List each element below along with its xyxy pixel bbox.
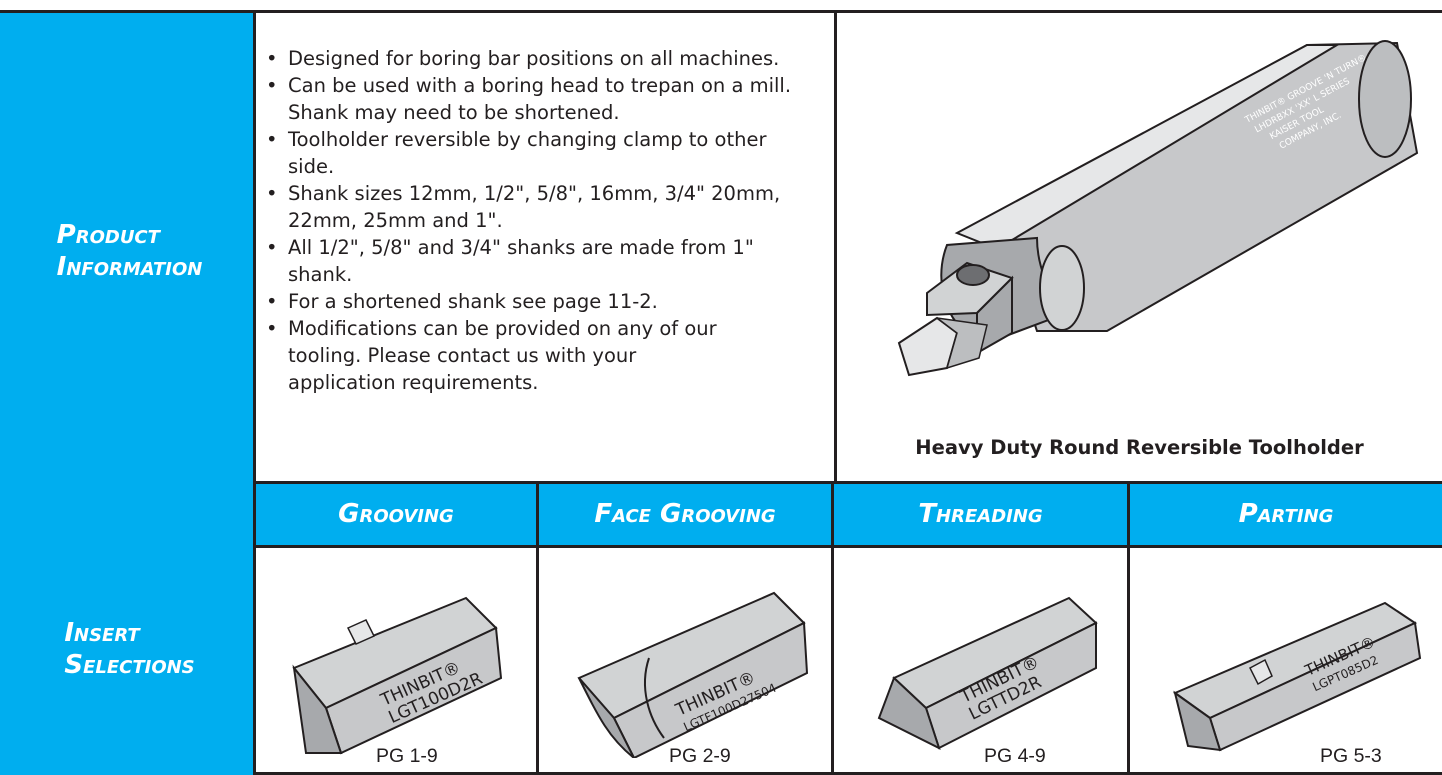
threading-insert-illustration: THINBIT® LGTTD2R [877, 596, 1098, 750]
face-grooving-insert-illustration: THINBIT® LGTF100D27504 [577, 591, 809, 758]
toolholder-image-cell: THINBIT® GROOVE 'N TURN® LHDRBXX 'XX' L … [837, 13, 1442, 484]
feature-item: Designed for boring bar positions on all… [256, 45, 816, 72]
product-sheet: Product Information Designed for boring … [0, 13, 1442, 775]
feature-item: All 1/2", 5/8" and 3/4" shanks are made … [256, 234, 808, 288]
tab-threading-label: Threading [918, 498, 1043, 529]
product-information-label: Product Information [0, 13, 253, 484]
insert-cell-face-grooving: THINBIT® LGTF100D27504 PG 2-9 [536, 545, 834, 775]
tab-parting: Parting [1127, 484, 1442, 545]
page-reference: PG 2-9 [669, 745, 731, 767]
product-information-label-line1: Product [56, 219, 160, 250]
insert-cell-parting: THINBIT® LGPT085D2 PG 5-3 [1127, 545, 1442, 775]
feature-item: Shank sizes 12mm, 1/2", 5/8", 16mm, 3/4"… [256, 180, 788, 234]
page-reference: PG 5-3 [1320, 745, 1382, 767]
tab-grooving: Grooving [253, 484, 536, 545]
feature-list: Designed for boring bar positions on all… [256, 45, 816, 396]
tab-threading: Threading [831, 484, 1127, 545]
parting-insert-illustration: THINBIT® LGPT085D2 [1172, 601, 1422, 752]
feature-item: Modifications can be provided on any of … [256, 315, 728, 396]
feature-item: Toolholder reversible by changing clamp … [256, 126, 808, 180]
insert-tab-strip [253, 484, 1442, 545]
product-information-list: Designed for boring bar positions on all… [253, 13, 837, 484]
grooving-insert-illustration: THINBIT® LGT100D2R [292, 596, 503, 755]
insert-cell-grooving: THINBIT® LGT100D2R PG 1-9 [253, 545, 539, 775]
insert-selections-label-line1: Insert [64, 617, 140, 648]
insert-cell-threading: THINBIT® LGTTD2R PG 4-9 [831, 545, 1130, 775]
top-rule [0, 10, 1442, 13]
tab-face-grooving-label: Face Grooving [594, 498, 776, 529]
toolholder-caption: Heavy Duty Round Reversible Toolholder [915, 436, 1364, 459]
tab-parting-label: Parting [1238, 498, 1334, 529]
insert-selections-label: Insert Selections [0, 484, 253, 775]
toolholder-illustration: THINBIT® GROOVE 'N TURN® LHDRBXX 'XX' L … [897, 40, 1419, 377]
page-reference: PG 4-9 [984, 745, 1046, 767]
feature-item: Can be used with a boring head to trepan… [256, 72, 798, 126]
page-reference: PG 1-9 [376, 745, 438, 767]
feature-item: For a shortened shank see page 11-2. [256, 288, 816, 315]
tab-grooving-label: Grooving [338, 498, 454, 529]
tab-face-grooving: Face Grooving [536, 484, 831, 545]
product-information-label-line2: Information [56, 251, 203, 282]
insert-selections-label-line2: Selections [64, 649, 195, 680]
